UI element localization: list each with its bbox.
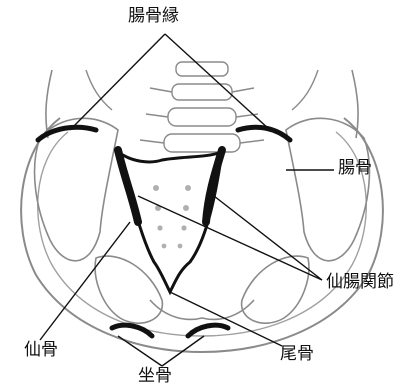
left-ilium-outline [35,118,118,260]
lumbar-vertebra [176,62,228,76]
right-flank-inner [292,70,318,110]
right-ischium-mark [188,325,228,336]
leader-iliac-crest-left [70,34,165,130]
left-ischium-mark [112,325,152,336]
label-ischium: 坐骨 [138,368,172,385]
right-ilium-outline [286,118,369,260]
label-ilium: 腸骨 [338,160,372,177]
label-sacrum: 仙骨 [24,342,58,359]
label-iliac-crest: 腸骨縁 [128,8,179,25]
right-obturator-outline [242,256,309,323]
label-sacroiliac-joint: 仙腸関節 [326,274,394,291]
lumbar-vertebra [168,108,236,126]
label-coccyx: 尾骨 [280,346,314,363]
pubic-arch [150,300,254,319]
leader-ischium-left [118,336,162,366]
right-iliac-crest [238,127,290,140]
lumbar-vertebra [164,134,240,152]
left-obturator-outline [95,256,162,323]
left-flank-inner [86,70,112,110]
